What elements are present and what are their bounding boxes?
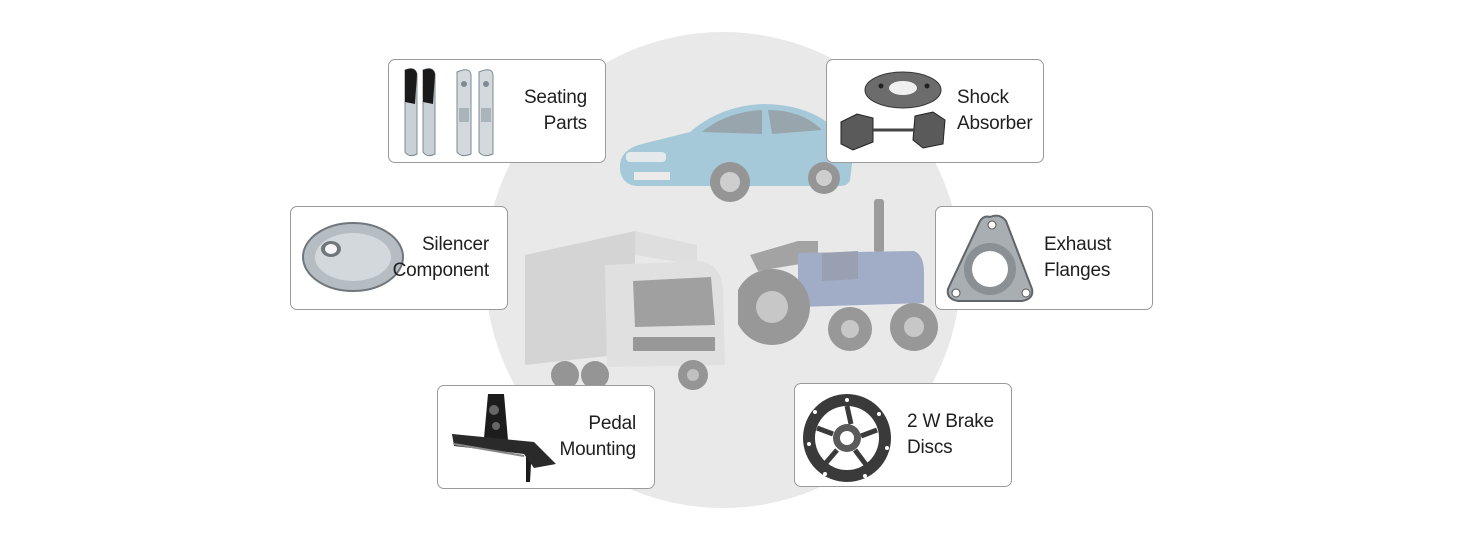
truck-icon [525, 231, 725, 390]
tractor-icon [738, 199, 938, 351]
pedal-mounting-icon [452, 394, 556, 482]
shock-absorber-icon [840, 71, 946, 151]
car-icon [619, 104, 853, 202]
seating-parts-icon [404, 68, 494, 157]
brake-disc-icon [803, 394, 891, 482]
silencer-icon [302, 222, 404, 292]
exhaust-flange-icon [946, 214, 1034, 302]
